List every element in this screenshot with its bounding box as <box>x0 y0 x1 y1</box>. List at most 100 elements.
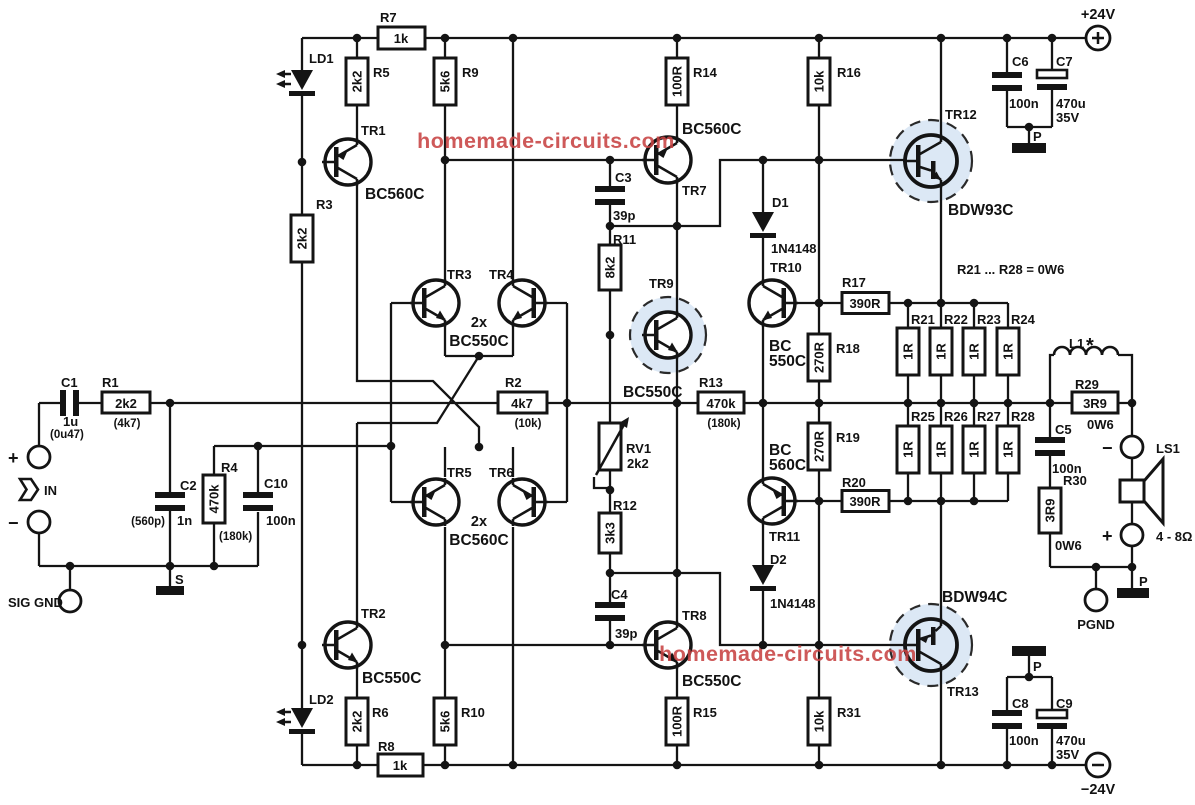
speaker-minus-terminal <box>1119 434 1145 460</box>
resistor-label: R26 <box>944 409 968 424</box>
resistor-value: 8k2 <box>603 257 618 279</box>
diode-D2: D2 1N4148 <box>750 552 816 611</box>
resistor-label: R5 <box>373 65 390 80</box>
power-ground-icon <box>1012 143 1046 153</box>
resistor-alt-value: (180k) <box>707 418 740 430</box>
junction-dot <box>672 760 682 770</box>
capacitor-label: C2 <box>180 478 197 493</box>
trimmer-label: RV1 <box>626 441 651 456</box>
speaker-cone-icon <box>1142 454 1165 528</box>
transistor-type: 560C <box>769 457 806 474</box>
resistor-value: 1R <box>1001 441 1016 458</box>
junction-dot <box>814 33 824 43</box>
resistor-R1: R1 2k2 (4k7) <box>100 375 152 430</box>
transistor-type: BC550C <box>623 384 682 401</box>
led-label: LD2 <box>309 692 334 707</box>
transistor-TR2: TR2 BC550C <box>320 606 421 687</box>
transistor-type: BC550C <box>449 333 508 350</box>
transistor-TR8: TR8 BC550C <box>640 608 741 690</box>
junction-dot <box>1045 398 1055 408</box>
resistor-R16: R16 10k <box>806 56 861 107</box>
junction-dot <box>936 496 946 506</box>
junction-dot <box>474 442 484 452</box>
junction-dot <box>65 561 75 571</box>
resistor-value: 1k <box>394 31 409 46</box>
capacitor-C3: C3 39p <box>595 170 635 223</box>
junction-dot <box>1002 33 1012 43</box>
input-label: IN <box>44 483 57 498</box>
resistor-label: R10 <box>461 705 485 720</box>
junction-dot <box>672 221 682 231</box>
resistor-value: 470k <box>207 484 222 514</box>
resistor-R25: R25 1R <box>895 409 935 475</box>
trimmer-value: 2k2 <box>627 456 649 471</box>
junction-dot <box>814 496 824 506</box>
capacitor-value: 100n <box>1052 461 1082 476</box>
resistor-value: 3k3 <box>603 522 618 544</box>
junction-dot <box>936 298 946 308</box>
emitter-resistor-note: R21 ... R28 = 0W6 <box>957 262 1064 277</box>
transistor-label: TR5 <box>447 465 472 480</box>
resistor-R30: R30 3R9 0W6 <box>1037 473 1087 553</box>
pgnd-terminal <box>1083 587 1109 613</box>
capacitor-label: C9 <box>1056 696 1073 711</box>
pgnd-label: PGND <box>1077 617 1115 632</box>
watermark-text: homemade-circuits.com <box>659 642 917 666</box>
power-ground-label: P <box>1033 129 1042 144</box>
power-ground-icon <box>1117 588 1149 598</box>
transistor-label: TR9 <box>649 276 674 291</box>
resistor-value: 10k <box>812 710 827 732</box>
signal-ground-icon <box>156 586 184 595</box>
junction-dot <box>969 398 979 408</box>
resistor-R6: R6 2k2 <box>344 696 389 747</box>
junction-dot <box>1002 760 1012 770</box>
resistor-label: R23 <box>977 312 1001 327</box>
junction-dot <box>903 398 913 408</box>
junction-dot <box>352 33 362 43</box>
resistor-label: R22 <box>944 312 968 327</box>
transistor-type: BC550C <box>682 673 741 690</box>
resistor-value: 4k7 <box>511 396 533 411</box>
speaker-plus-terminal <box>1119 522 1145 548</box>
junction-dot <box>1127 562 1137 572</box>
resistor-label: R18 <box>836 341 860 356</box>
resistor-R2: R2 4k7 (10k) <box>496 375 549 430</box>
input-plus-terminal <box>26 444 52 470</box>
capacitor-C7: C7 470u 35V <box>1035 54 1086 125</box>
resistor-alt-value: (180k) <box>219 531 252 543</box>
speaker-plus-sign: + <box>1102 526 1113 546</box>
resistor-R8: R8 1k <box>376 739 425 778</box>
junction-dot <box>1003 398 1013 408</box>
resistor-label: R3 <box>316 197 333 212</box>
capacitor-C1: C1 1u (0u47) <box>50 375 84 441</box>
power-ground-label: P <box>1033 659 1042 674</box>
signal-ground-label: S <box>175 572 184 587</box>
resistor-label: R15 <box>693 705 717 720</box>
capacitor-voltage: 35V <box>1056 110 1079 125</box>
junction-dot <box>352 760 362 770</box>
capacitor-C8: C8 100n <box>992 696 1039 748</box>
diode-type: 1N4148 <box>770 596 816 611</box>
capacitor-label: C4 <box>611 587 628 602</box>
capacitor-C2: C2 (560p) 1n <box>131 478 197 528</box>
diode-type: 1N4148 <box>771 241 817 256</box>
resistor-label: R25 <box>911 409 935 424</box>
junction-dot <box>605 640 615 650</box>
power-ground-label: P <box>1139 574 1148 589</box>
junction-dot <box>605 155 615 165</box>
diode-label: D2 <box>770 552 787 567</box>
resistor-value: 1k <box>393 758 408 773</box>
junction-dot <box>253 441 263 451</box>
transistor-label: TR12 <box>945 107 977 122</box>
speaker-minus-sign: − <box>1102 438 1113 458</box>
resistor-label: R16 <box>837 65 861 80</box>
transistor-type: BC <box>769 442 791 459</box>
resistor-R26: R26 1R <box>928 409 968 475</box>
junction-dot <box>814 760 824 770</box>
resistor-label: R14 <box>693 65 718 80</box>
junction-dot <box>936 760 946 770</box>
transistor-TR5-TR6-pair: TR5 TR6 2x BC560C <box>408 465 550 549</box>
led-LD2: LD2 <box>276 692 334 734</box>
circuit-wires <box>37 36 1134 767</box>
input-plus-sign: + <box>8 448 19 468</box>
